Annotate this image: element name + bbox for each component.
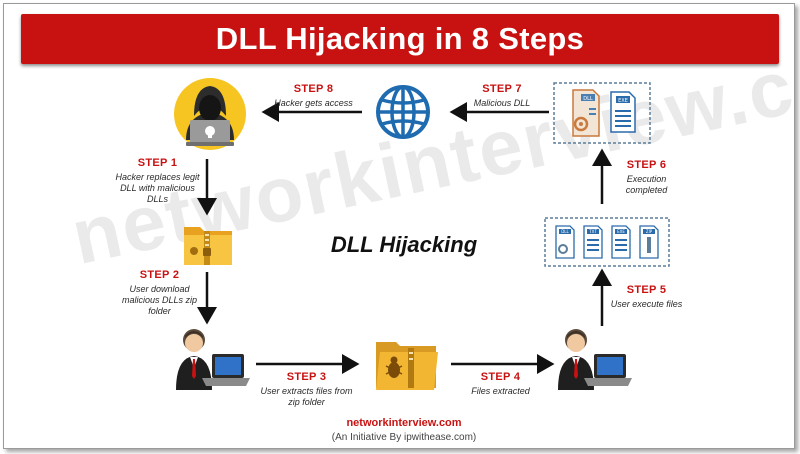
hacker-icon: [174, 78, 246, 150]
file-tag-zip: ZIP: [646, 229, 653, 234]
file-tag-txt: TXT: [588, 229, 597, 234]
step-7: STEP 7 Malicious DLL: [457, 83, 547, 109]
malicious-dll-files-icon: DLL EXE: [553, 82, 651, 144]
extracted-folder-icon: [376, 342, 438, 390]
step-8: STEP 8 Hacker gets access: [266, 83, 361, 109]
step-2-desc: User download malicious DLLs zip folder: [121, 284, 198, 316]
user-laptop-icon: [176, 329, 250, 390]
footer-initiative-text: (An Initiative By ipwithease.com): [331, 432, 477, 443]
step-6: STEP 6 Execution completed: [609, 159, 684, 196]
step-7-desc: Malicious DLL: [473, 98, 531, 108]
step-5: STEP 5 User execute files: [609, 284, 684, 310]
step-4-label: STEP 4: [480, 371, 521, 383]
step-3-desc: User extracts files from zip folder: [260, 386, 353, 407]
file-tag-dll-2: DLL: [561, 229, 569, 234]
file-tag-dll: DLL: [583, 96, 593, 102]
step-4: STEP 4 Files extracted: [453, 371, 548, 397]
step-3-label: STEP 3: [286, 371, 327, 383]
globe-icon: [376, 85, 430, 139]
step-5-desc: User execute files: [610, 299, 683, 309]
title-banner: DLL Hijacking in 8 Steps: [21, 14, 779, 64]
page-title: DLL Hijacking in 8 Steps: [215, 21, 585, 56]
step-2-label: STEP 2: [139, 269, 180, 281]
step-8-label: STEP 8: [293, 83, 334, 95]
step-1-label: STEP 1: [137, 157, 178, 169]
file-tag-exe: EXE: [618, 98, 628, 104]
step-6-desc: Execution completed: [625, 174, 668, 195]
step-6-label: STEP 6: [626, 159, 667, 171]
footer-site-link[interactable]: networkinterview.com: [346, 417, 462, 429]
step-4-desc: Files extracted: [471, 386, 530, 396]
step-1-desc: Hacker replaces legit DLL with malicious…: [115, 172, 200, 204]
user-laptop-icon-2: [558, 329, 632, 390]
step-3: STEP 3 User extracts files from zip fold…: [259, 371, 354, 408]
step-1: STEP 1 Hacker replaces legit DLL with ma…: [115, 157, 200, 205]
step-7-label: STEP 7: [482, 83, 522, 95]
file-tag-exe-2: EXE: [617, 229, 625, 234]
step-5-label: STEP 5: [626, 284, 667, 296]
executed-files-icon: DLL TXT EXE ZIP: [544, 217, 670, 267]
flow-arrows: [197, 102, 612, 374]
center-title: DLL Hijacking: [330, 232, 478, 257]
zip-folder-icon: [184, 227, 232, 265]
step-2: STEP 2 User download malicious DLLs zip …: [117, 269, 202, 317]
step-8-desc: Hacker gets access: [274, 98, 353, 108]
diagram-frame: DLL Hijacking in 8 Steps networkintervie…: [3, 3, 795, 449]
